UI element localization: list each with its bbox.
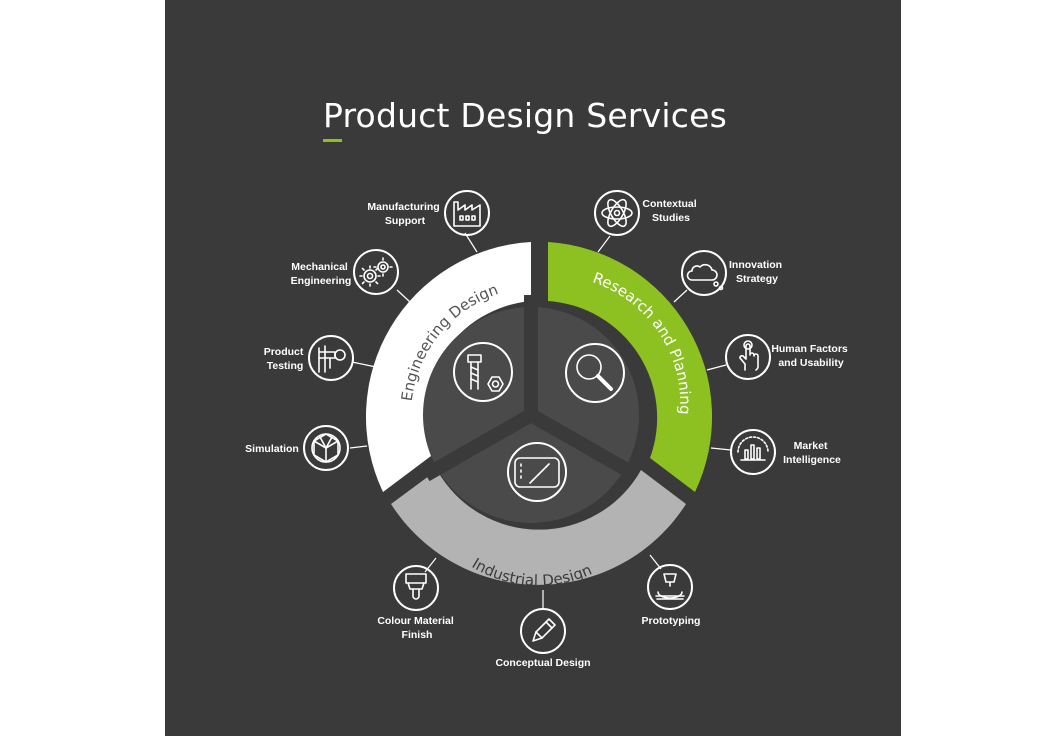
segment-engineering[interactable] [365, 242, 531, 492]
geodesic-sphere-icon[interactable] [303, 425, 349, 471]
hub-dividers [422, 295, 640, 482]
connector-contextual [597, 235, 611, 253]
divider-right [527, 408, 640, 482]
connector-simulation [349, 445, 368, 449]
title-underline [323, 139, 342, 142]
bolt-nut-icon [453, 342, 513, 402]
pencil-icon[interactable] [520, 608, 566, 654]
cloud-icon[interactable] [681, 250, 727, 296]
factory-icon[interactable] [444, 190, 490, 236]
paint-brush-icon[interactable] [393, 565, 439, 611]
label-mechanical: Mechanical Engineering [291, 261, 352, 287]
label-human: Human Factors and Usability [771, 343, 850, 369]
divider-left [422, 408, 535, 482]
label-simulation: Simulation [245, 443, 299, 455]
caliper-icon[interactable] [308, 335, 354, 381]
hand-pointer-icon[interactable] [725, 334, 771, 380]
label-contextual: Contextual Studies [642, 198, 699, 224]
label-testing: Product Testing [264, 346, 307, 372]
drawing-tablet-icon [507, 442, 567, 502]
gears-icon[interactable] [353, 249, 399, 295]
connector-manufacturing [464, 232, 478, 253]
label-manufacturing: Manufacturing Support [367, 201, 442, 227]
label-conceptual: Conceptual Design [495, 657, 590, 669]
label-innovation: Innovation Strategy [729, 259, 785, 285]
segment-research[interactable] [548, 242, 713, 492]
3d-printer-icon[interactable] [647, 564, 693, 610]
label-market: Market Intelligence [783, 440, 841, 466]
label-colour: Colour Material Finish [377, 615, 456, 641]
connector-human [706, 364, 727, 371]
atom-icon[interactable] [594, 190, 640, 236]
page-title: Product Design Services [323, 96, 727, 135]
connector-innovation [673, 289, 688, 303]
connector-mechanical [396, 289, 411, 303]
bar-chart-dial-icon[interactable] [730, 429, 776, 475]
segment-industrial[interactable] [391, 470, 686, 585]
label-prototyping: Prototyping [642, 615, 701, 627]
connector-market [710, 447, 732, 451]
magnifier-icon [565, 343, 625, 403]
connector-lines [349, 232, 732, 609]
connector-testing [351, 361, 377, 368]
connector-prototyping [649, 554, 662, 570]
